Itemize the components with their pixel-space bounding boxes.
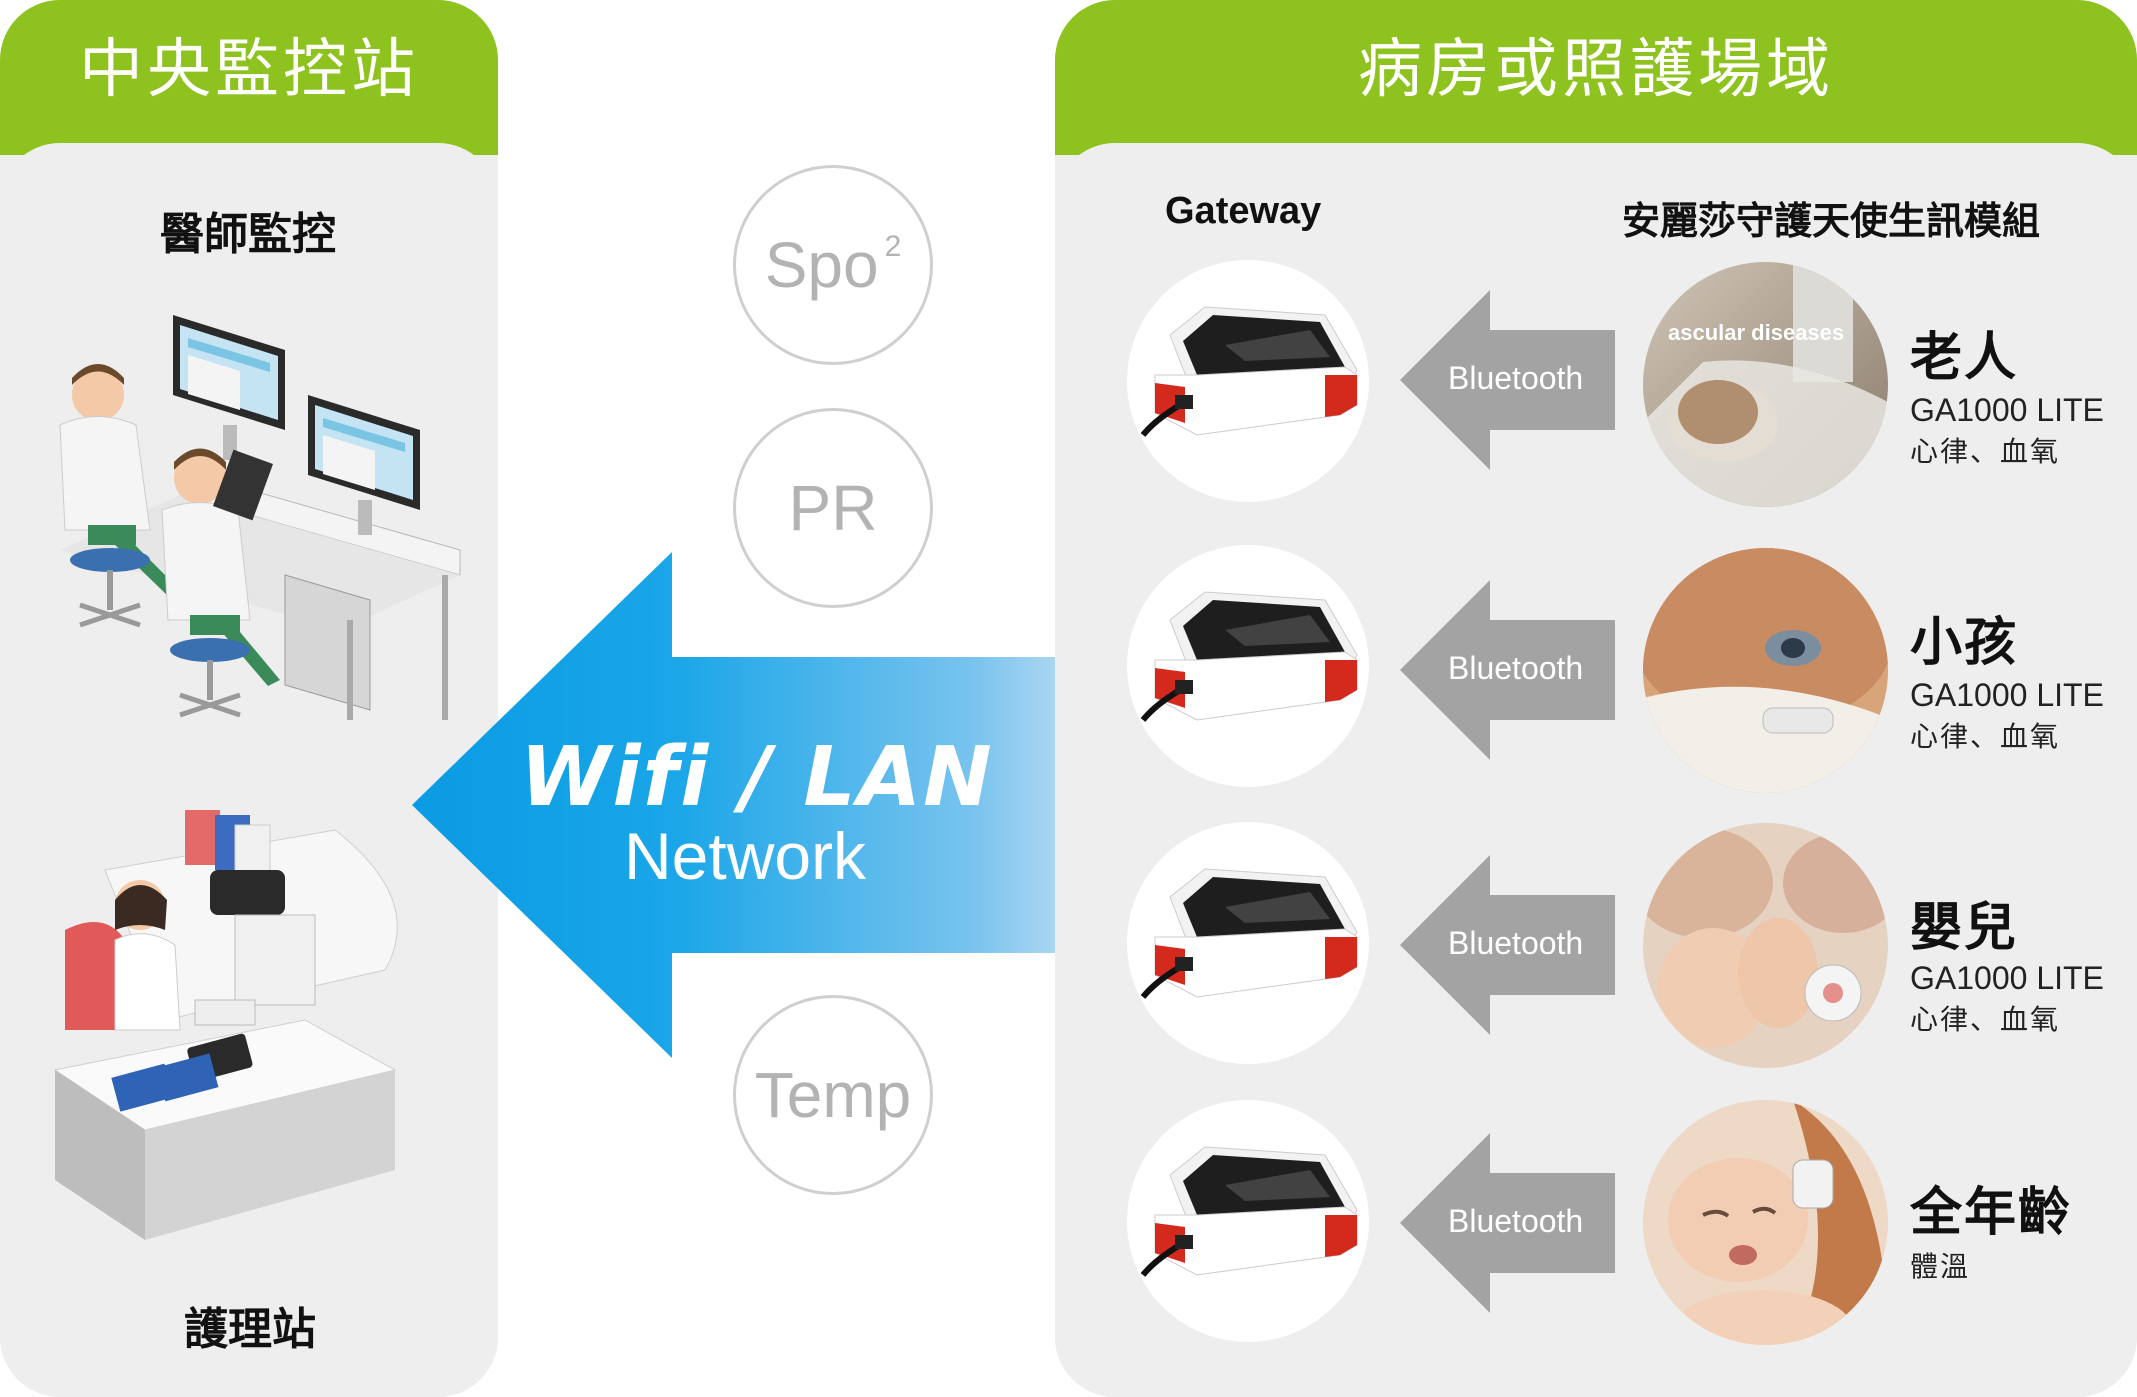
- gateway-device-icon: [1140, 591, 1358, 722]
- vital-params-label: 心律、血氧: [1910, 435, 2061, 468]
- doctor-monitoring-illustration: [59, 315, 461, 720]
- bluetooth-label: Bluetooth: [1448, 650, 1584, 686]
- bluetooth-label: Bluetooth: [1448, 925, 1584, 961]
- central-station-header: [0, 0, 498, 155]
- age-group-label: 全年齡: [1910, 1183, 2073, 1243]
- bluetooth-arrow: [1400, 290, 1615, 470]
- elderly-photo: [1643, 262, 1888, 507]
- module-model-label: GA1000 LITE: [1910, 677, 2104, 713]
- central-station-title: 中央監控站: [79, 33, 419, 107]
- pr-text: PR: [788, 472, 878, 544]
- ward-header: [1055, 0, 2137, 155]
- nurse-station-illustration: [53, 810, 398, 1240]
- vital-params-label: 心律、血氧: [1910, 720, 2061, 753]
- temp-text: Temp: [754, 1059, 912, 1131]
- ward-title: 病房或照護場域: [1358, 33, 1834, 107]
- age-group-label: 老人: [1910, 328, 2019, 388]
- bluetooth-label: Bluetooth: [1448, 360, 1584, 396]
- module-model-label: GA1000 LITE: [1910, 392, 2104, 428]
- spo2-subscript: 2: [884, 230, 902, 263]
- vital-params-label: 心律、血氧: [1910, 1003, 2061, 1036]
- module-model-label: GA1000 LITE: [1910, 960, 2104, 996]
- elderly-photo-caption: ascular diseases: [1668, 320, 1845, 345]
- module-column-label: 安麗莎守護天使生訊模組: [1622, 199, 2041, 243]
- network-arrow: [412, 552, 1160, 1058]
- infant-photo: [1643, 823, 1888, 1068]
- gateway-device-icon: [1140, 306, 1358, 437]
- vital-params-label: 體溫: [1910, 1250, 1971, 1283]
- gateway-column-label: Gateway: [1165, 190, 1322, 232]
- gateway-device-icon: [1140, 868, 1358, 999]
- nurse-station-label: 護理站: [184, 1304, 316, 1355]
- bluetooth-arrow: [1400, 855, 1615, 1035]
- age-group-label: 小孩: [1910, 613, 2019, 673]
- network-type-label: Wifi / LAN: [520, 730, 994, 825]
- newborn-photo: [1643, 1100, 1888, 1345]
- child-photo: [1643, 548, 1888, 793]
- bluetooth-arrow: [1400, 580, 1615, 760]
- spo2-text: Spo: [764, 229, 879, 301]
- network-label: Network: [624, 819, 867, 893]
- gateway-device-icon: [1140, 1146, 1358, 1277]
- bluetooth-label: Bluetooth: [1448, 1203, 1584, 1239]
- temp-circle: Temp: [733, 995, 933, 1195]
- pr-circle: PR: [733, 408, 933, 608]
- bluetooth-arrow: [1400, 1133, 1615, 1313]
- doctor-monitor-label: 醫師監控: [160, 209, 336, 260]
- age-group-label: 嬰兒: [1910, 898, 2019, 958]
